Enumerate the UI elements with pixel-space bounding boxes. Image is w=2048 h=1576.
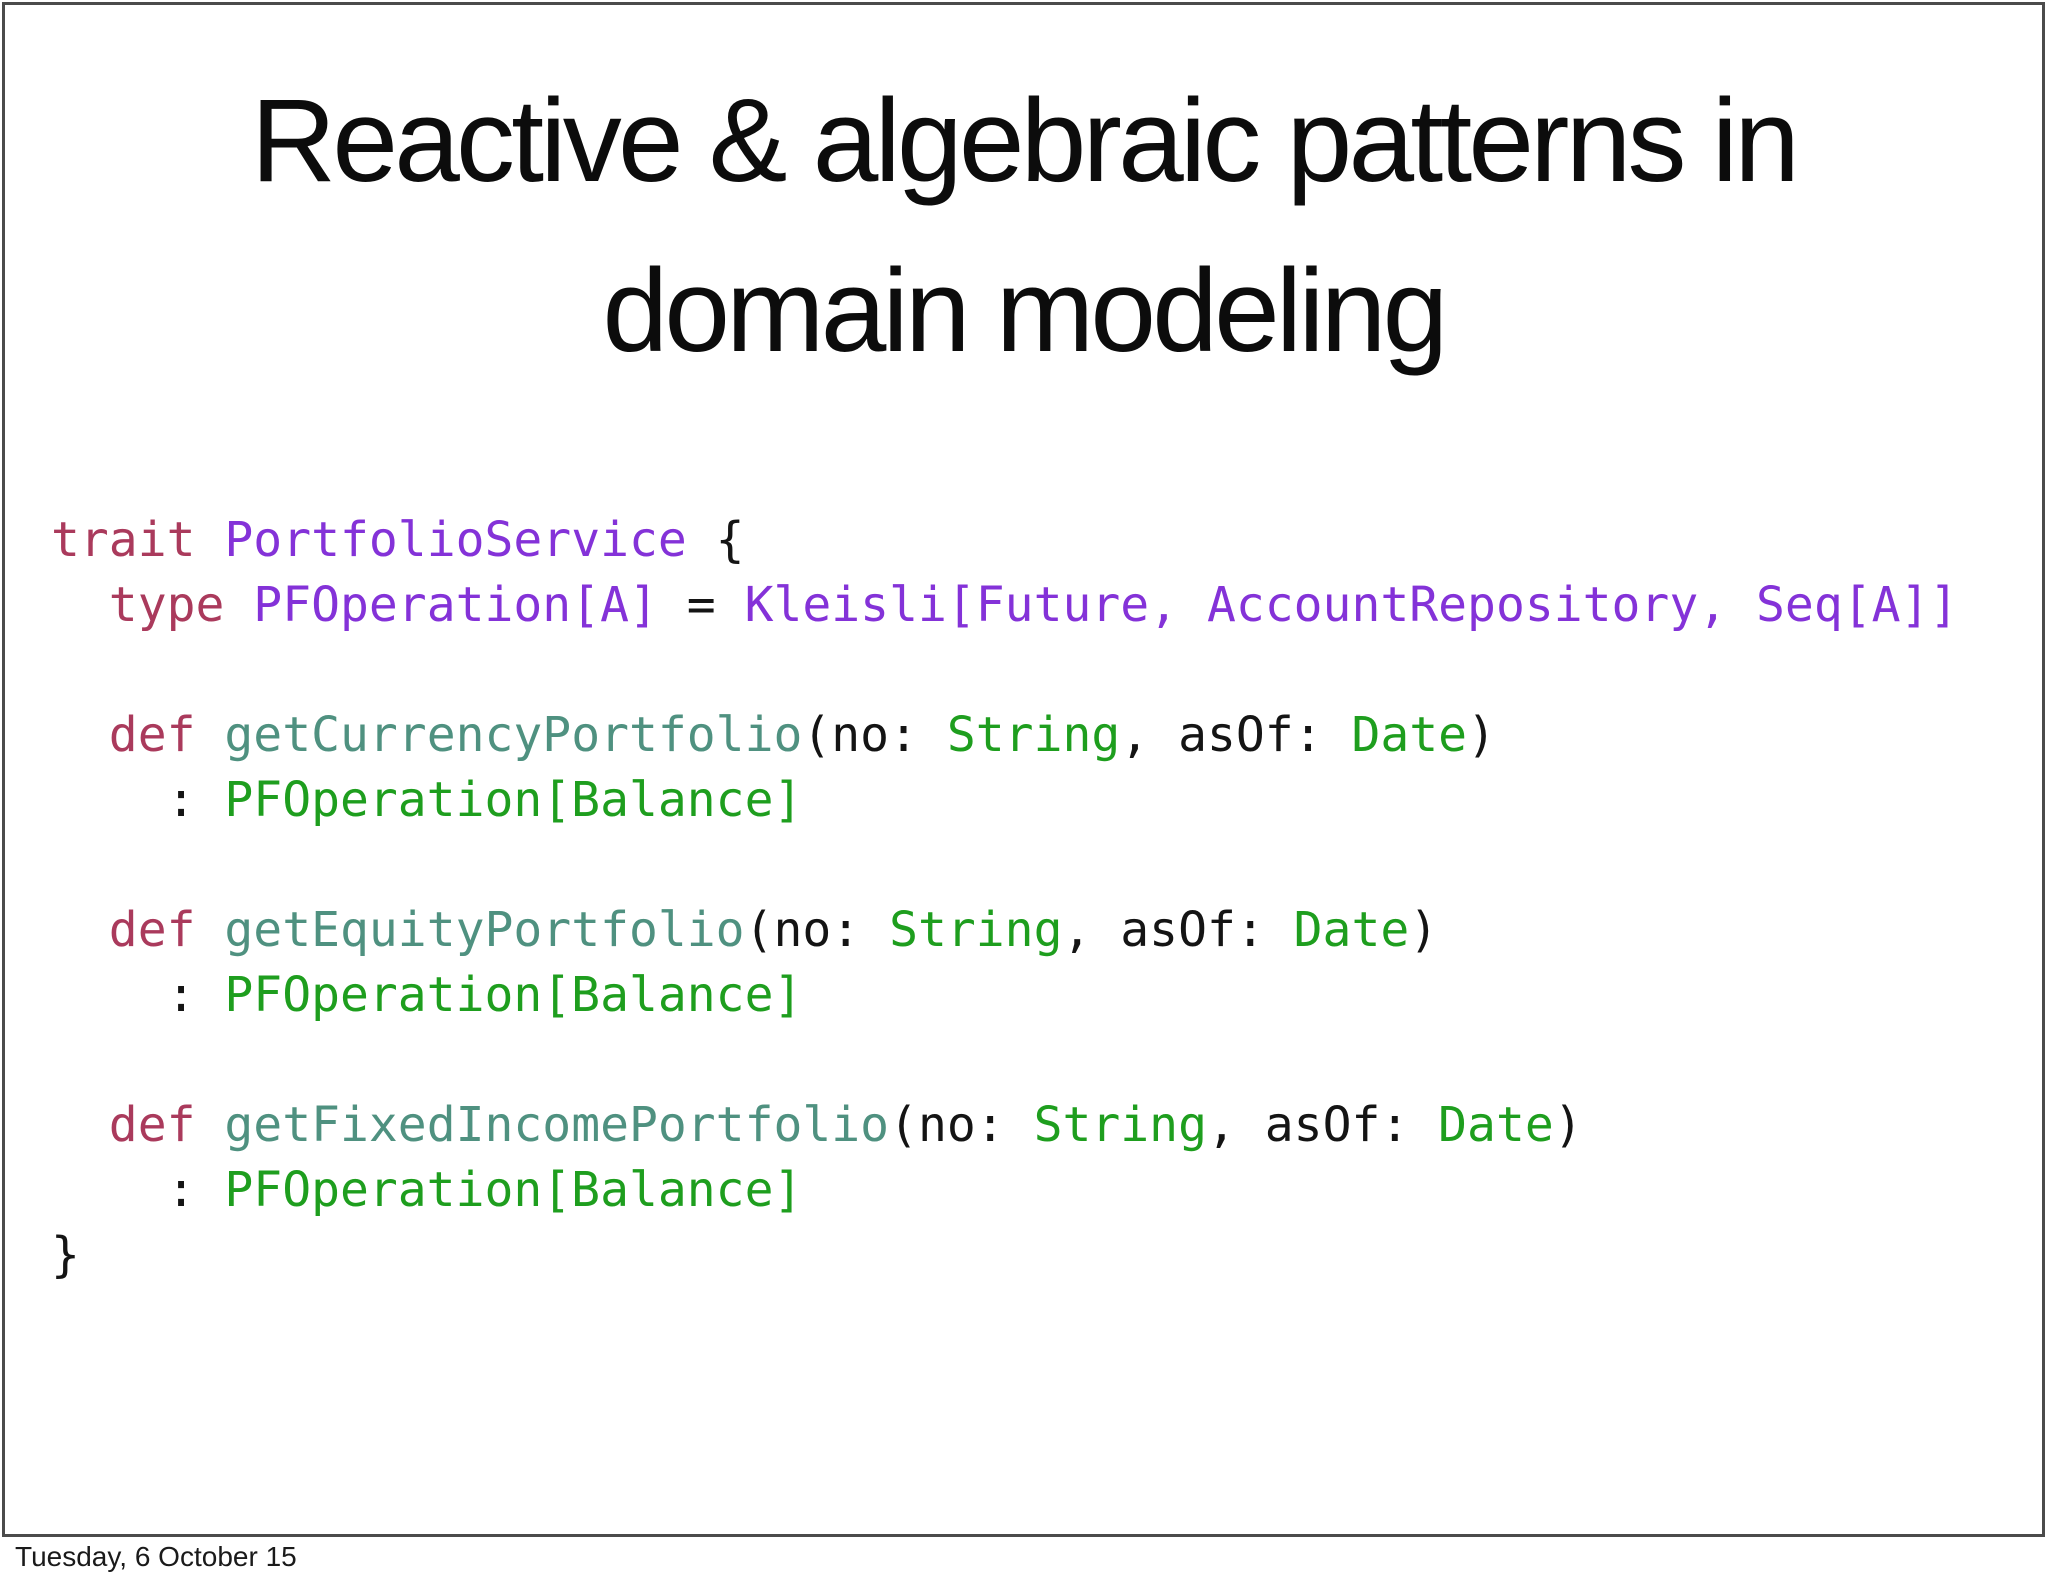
code-token-fn: getEquityPortfolio	[224, 902, 745, 958]
code-token-pl	[224, 577, 253, 633]
code-line	[51, 1028, 1958, 1093]
code-line: type PFOperation[A] = Kleisli[Future, Ac…	[51, 573, 1959, 638]
code-token-fn: getFixedIncomePortfolio	[224, 1097, 890, 1153]
code-token-kw: def	[108, 902, 196, 958]
code-token-gr: Date	[1351, 707, 1468, 763]
code-token-pl: (no:	[744, 902, 890, 958]
code-line: : PFOperation[Balance]	[51, 963, 1958, 1028]
code-line: def getCurrencyPortfolio(no: String, asO…	[51, 703, 1958, 768]
code-token-kw: trait	[51, 512, 196, 568]
code-token-pl: (no:	[889, 1097, 1034, 1153]
code-token-tp: PortfolioService	[224, 512, 687, 568]
code-token-pl: :	[51, 772, 225, 828]
slide-title-line-2: domain modeling	[602, 244, 1448, 377]
code-token-pl	[51, 1097, 109, 1153]
code-token-gr: Date	[1293, 902, 1410, 958]
code-token-tp: PFOperation[A]	[253, 577, 658, 633]
code-token-kw: def	[108, 1097, 196, 1153]
code-line: : PFOperation[Balance]	[51, 768, 1958, 833]
code-token-kw: def	[108, 707, 196, 763]
code-block: trait PortfolioService { type PFOperatio…	[51, 508, 1958, 1288]
code-token-pl	[196, 512, 225, 568]
code-token-gr: String	[946, 707, 1121, 763]
code-token-pl	[196, 1097, 225, 1153]
code-token-tp: Kleisli[Future, AccountRepository, Seq[A…	[744, 577, 1959, 633]
code-token-pl: :	[51, 967, 225, 1023]
code-token-pl: }	[51, 1227, 80, 1283]
code-token-pl: :	[51, 1162, 225, 1218]
code-token-pl: {	[686, 512, 745, 568]
code-token-pl: =	[657, 577, 745, 633]
code-token-pl: (no:	[802, 707, 947, 763]
code-token-gr: String	[889, 902, 1063, 958]
code-token-pl	[51, 707, 109, 763]
slide-canvas: Reactive & algebraic patterns in domain …	[2, 2, 2045, 1537]
code-line: def getEquityPortfolio(no: String, asOf:…	[51, 898, 1958, 963]
code-token-pl	[196, 902, 225, 958]
code-token-pl	[196, 707, 225, 763]
slide-title-line-1: Reactive & algebraic patterns in	[250, 75, 1800, 207]
code-token-gr: PFOperation[Balance]	[224, 967, 803, 1023]
code-token-gr: Date	[1438, 1097, 1554, 1153]
code-token-pl	[51, 577, 109, 633]
code-token-pl: , asOf:	[1120, 707, 1352, 763]
code-token-pl: , asOf:	[1062, 902, 1294, 958]
code-token-gr: PFOperation[Balance]	[224, 1162, 803, 1218]
code-token-kw: type	[108, 577, 225, 633]
code-token-pl: )	[1467, 707, 1496, 763]
slide-title: Reactive & algebraic patterns in domain …	[5, 57, 2042, 397]
code-line: }	[51, 1223, 1958, 1288]
code-token-pl	[51, 902, 109, 958]
code-token-pl: , asOf:	[1206, 1097, 1439, 1153]
code-line: : PFOperation[Balance]	[51, 1158, 1958, 1223]
code-line: trait PortfolioService {	[51, 508, 1958, 573]
code-token-gr: String	[1033, 1097, 1207, 1153]
code-line	[51, 638, 1958, 703]
code-token-gr: PFOperation[Balance]	[224, 772, 803, 828]
code-token-pl: )	[1409, 902, 1439, 958]
code-token-fn: getCurrencyPortfolio	[224, 707, 803, 763]
code-line: def getFixedIncomePortfolio(no: String, …	[51, 1093, 1958, 1158]
footer-timestamp: Tuesday, 6 October 15	[15, 1541, 297, 1572]
code-line	[51, 833, 1958, 898]
code-token-pl: )	[1553, 1097, 1583, 1153]
